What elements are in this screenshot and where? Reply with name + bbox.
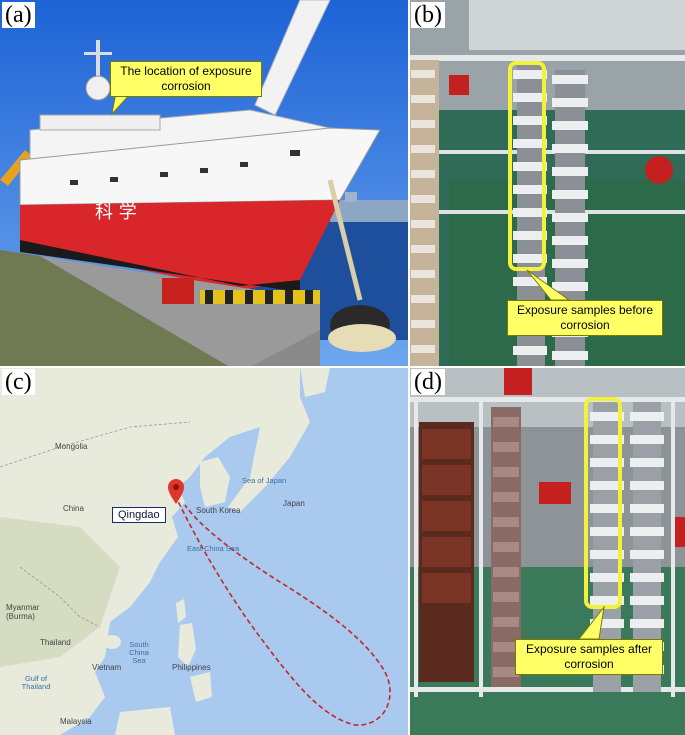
panel-b-label: (b) <box>411 2 445 28</box>
rack-after-illustration <box>409 367 685 735</box>
qingdao-city-label: Qingdao <box>112 507 166 523</box>
panel-c-route-map: (c) Mongolia China South Korea Japan Mya… <box>0 367 409 735</box>
map-label-japan: Japan <box>283 499 305 508</box>
map-label-south-china-sea: South China Sea <box>129 640 149 665</box>
map-label-sea-of-japan: Sea of Japan <box>242 476 287 485</box>
panel-divider-horizontal <box>0 366 685 368</box>
map-label-thailand: Thailand <box>40 638 71 647</box>
callout-exposure-location: The location of exposure corrosion <box>110 61 262 97</box>
panel-b-samples-before-photo: (b) Exposure samples before corrosion <box>409 0 685 367</box>
map-label-south-korea: South Korea <box>196 506 241 515</box>
panel-a-label: (a) <box>2 2 35 28</box>
ship-photo-illustration: 科 学 <box>0 0 409 367</box>
panel-d-label: (d) <box>411 369 445 395</box>
panel-d-samples-after-photo: (d) Exposure samples after corrosion <box>409 367 685 735</box>
map-illustration <box>0 367 409 735</box>
callout-samples-after: Exposure samples after corrosion <box>515 639 663 675</box>
map-label-myanmar: Myanmar (Burma) <box>6 603 40 621</box>
map-label-gulf-of-thailand: Gulf of Thailand <box>21 674 51 691</box>
panel-a-ship-photo: 科 学 (a) The location of exposure corrosi… <box>0 0 409 367</box>
map-label-china: China <box>63 504 84 513</box>
qingdao-pin-icon <box>168 479 184 504</box>
map-label-vietnam: Vietnam <box>92 663 122 672</box>
callout-samples-before: Exposure samples before corrosion <box>507 300 663 336</box>
map-label-philippines: Philippines <box>172 663 211 672</box>
svg-text:科 学: 科 学 <box>95 202 137 223</box>
map-label-east-china-sea: East China Sea <box>187 544 240 553</box>
highlight-box-after <box>584 397 622 609</box>
map-label-mongolia: Mongolia <box>55 442 88 451</box>
highlight-box-before <box>508 61 546 271</box>
map-label-malaysia: Malaysia <box>60 717 92 726</box>
rack-before-illustration <box>409 0 685 367</box>
route-path <box>174 494 391 726</box>
panel-c-label: (c) <box>2 369 35 395</box>
